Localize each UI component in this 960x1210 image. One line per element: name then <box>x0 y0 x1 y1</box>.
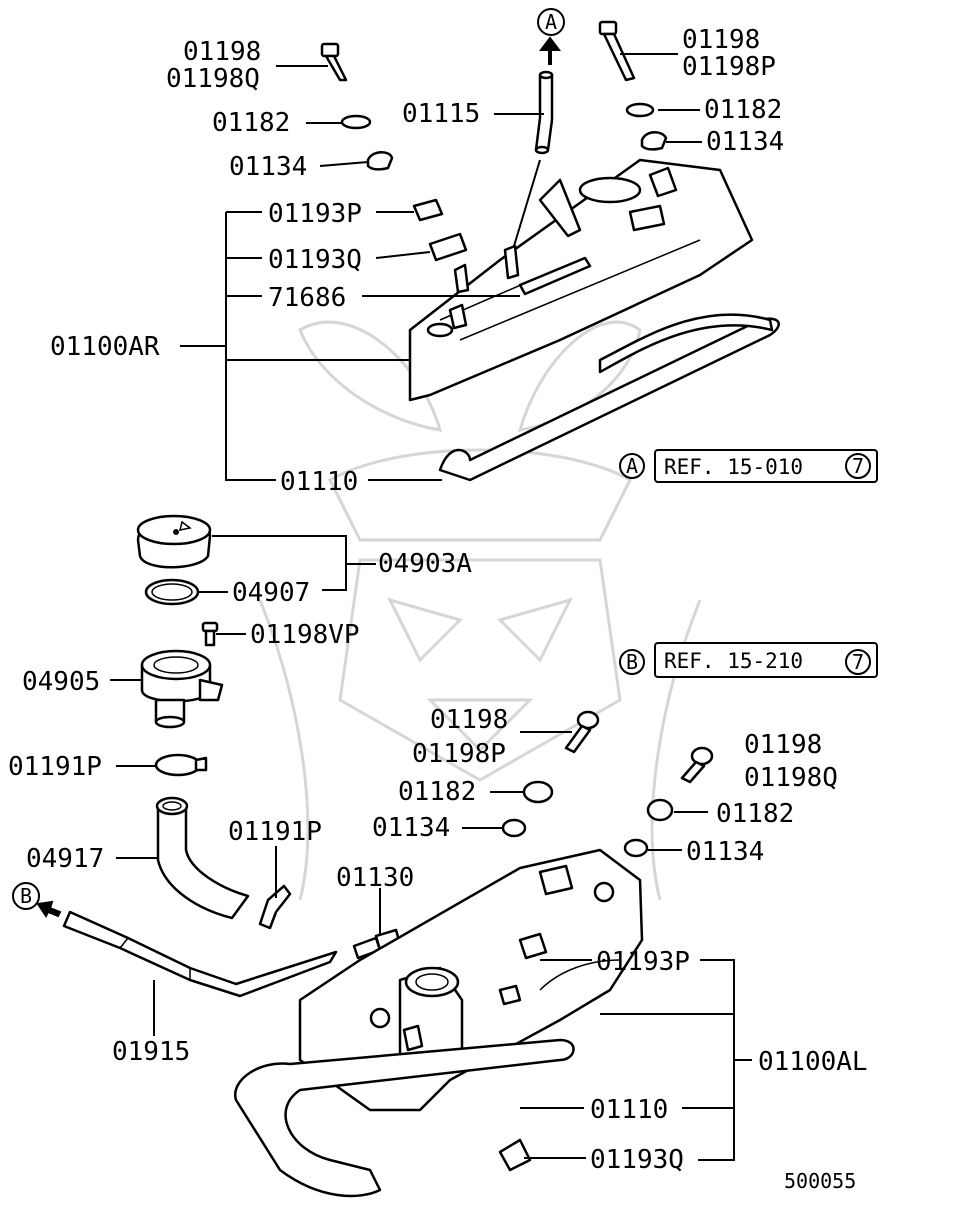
gasket-01110-top-edge <box>598 313 774 374</box>
leader-lines-top <box>180 53 702 481</box>
arrow-callout-b: B <box>12 882 62 918</box>
callout-b-letter: B <box>20 884 32 908</box>
bolt-01198-top-right <box>598 20 636 82</box>
label-01198P-top-right: 01198P <box>682 52 776 82</box>
drawing-number: 500055 <box>784 1169 856 1193</box>
washer-01182-mid <box>522 780 554 804</box>
label-01182-top-left: 01182 <box>212 108 290 138</box>
gasket-01110-bottom <box>234 1038 575 1198</box>
label-01915: 01915 <box>112 1037 190 1067</box>
label-01198Q-right: 01198Q <box>744 763 838 793</box>
clip-01193Q-top <box>428 232 468 262</box>
callout-a-letter: A <box>545 10 557 34</box>
label-01198-top-left: 01198 <box>183 37 261 67</box>
grommet-01134-top-left <box>366 151 394 171</box>
breather-hose-01915 <box>62 910 338 998</box>
washer-01182-top-left <box>340 114 372 130</box>
label-04903A: 04903A <box>378 549 472 579</box>
label-01193Q-top: 01193Q <box>268 245 362 275</box>
label-71686: 71686 <box>268 283 346 313</box>
label-01182-right: 01182 <box>716 799 794 829</box>
grommet-01134-top-right <box>640 131 668 151</box>
label-01198Q-top-left: 01198Q <box>166 64 260 94</box>
label-01100AL: 01100AL <box>758 1047 868 1077</box>
reference-b-text: REF. 15-210 <box>664 649 803 673</box>
reference-a-text: REF. 15-010 <box>664 455 803 479</box>
label-01134-mid: 01134 <box>372 813 450 843</box>
label-01110-bottom: 01110 <box>590 1095 668 1125</box>
label-04907: 04907 <box>232 578 310 608</box>
bolt-01198VP <box>201 621 219 647</box>
label-01182-top-right: 01182 <box>704 95 782 125</box>
oil-filler-cap-04903A <box>136 514 212 569</box>
clip-01193Q-bottom <box>498 1138 532 1172</box>
label-01110-top: 01110 <box>280 467 358 497</box>
label-01115: 01115 <box>402 99 480 129</box>
label-01191P-left: 01191P <box>8 752 102 782</box>
bolt-01198-top-left <box>320 42 348 82</box>
grommet-01134-right <box>623 838 649 858</box>
label-01191P-mid: 01191P <box>228 817 322 847</box>
washer-01182-top-right <box>625 102 655 118</box>
clip-01193P-bottom <box>518 932 548 960</box>
label-plate-71686 <box>518 256 592 296</box>
label-01182-mid: 01182 <box>398 777 476 807</box>
label-01134-top-left: 01134 <box>229 152 307 182</box>
hose-clamp-01191P-left <box>154 753 208 777</box>
clip-01193P-top <box>412 198 444 222</box>
rocker-cover-01100AR <box>408 158 754 402</box>
label-01198VP: 01198VP <box>250 620 360 650</box>
watermark-emblem <box>258 320 702 901</box>
label-01100AR: 01100AR <box>50 332 160 362</box>
reference-a-page: 7 <box>852 454 864 478</box>
reference-b-page: 7 <box>852 650 864 674</box>
label-04905: 04905 <box>22 667 100 697</box>
reference-a: A REF. 15-010 7 <box>619 449 878 483</box>
label-01198-mid: 01198 <box>430 705 508 735</box>
rocker-cover-01100AL <box>298 848 644 1112</box>
label-01193P-top: 01193P <box>268 199 362 229</box>
label-01193P-bottom: 01193P <box>596 947 690 977</box>
label-01134-right: 01134 <box>686 837 764 867</box>
reference-a-marker: A <box>626 454 638 478</box>
label-01198-top-right: 01198 <box>682 25 760 55</box>
label-01130: 01130 <box>336 863 414 893</box>
arrow-callout-a: A <box>537 8 565 65</box>
label-01198P-mid: 01198P <box>412 739 506 769</box>
filler-neck-04905 <box>140 649 224 729</box>
label-01198-right: 01198 <box>744 730 822 760</box>
grommet-01134-mid <box>501 818 527 838</box>
label-01134-top-right: 01134 <box>706 127 784 157</box>
label-01193Q-bottom: 01193Q <box>590 1145 684 1175</box>
label-04917: 04917 <box>26 844 104 874</box>
reference-b-marker: B <box>626 650 638 674</box>
bolt-01198-right <box>680 746 714 784</box>
hose-clamp-01191P-mid <box>258 884 292 930</box>
hose-01115 <box>513 70 554 247</box>
washer-01182-right <box>646 798 674 822</box>
bolt-01198-mid <box>564 710 600 754</box>
hose-04917 <box>155 796 250 920</box>
reference-b: B REF. 15-210 7 <box>619 642 878 678</box>
leader-lines-bottom <box>110 535 752 1161</box>
